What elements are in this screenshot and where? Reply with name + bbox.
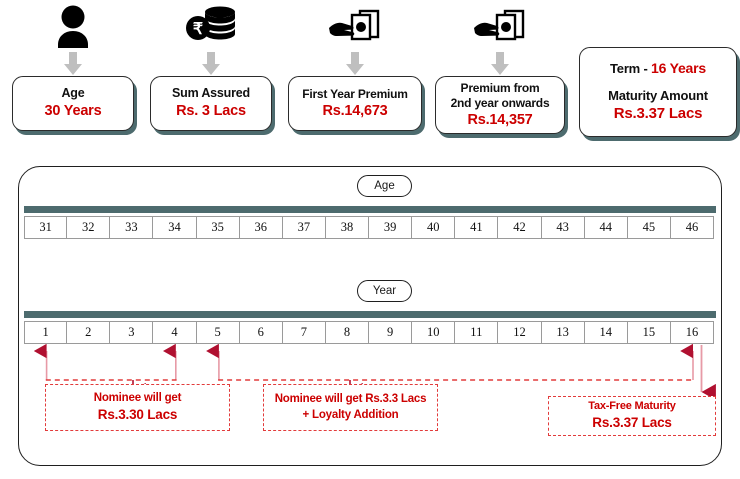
year-track-bar <box>24 311 716 318</box>
age-track-bar <box>24 206 716 213</box>
card-first-year-premium-value: Rs.14,673 <box>322 102 388 119</box>
year-cell: 3 <box>110 321 154 344</box>
card-renewal-premium-label-line1: Premium from <box>460 80 540 95</box>
age-cell: 36 <box>239 216 283 239</box>
age-pill-label: Age <box>357 175 412 197</box>
age-cell: 38 <box>325 216 369 239</box>
maturity-block: Maturity Amount Rs.3.37 Lacs <box>608 88 708 124</box>
cash-in-hand-icon <box>288 0 422 52</box>
down-arrow-icon <box>435 52 565 76</box>
age-cell: 37 <box>282 216 326 239</box>
age-cell: 44 <box>584 216 628 239</box>
age-cell: 35 <box>196 216 240 239</box>
card-first-year-premium-label: First Year Premium <box>302 86 408 101</box>
callout-nominee-payout-later: Nominee will get Rs.3.3 Lacs + Loyalty A… <box>263 384 438 431</box>
age-cell: 39 <box>369 216 413 239</box>
term-label: Term - <box>610 61 651 77</box>
year-cell: 13 <box>541 321 585 344</box>
callout-2-line1: Nominee will get Rs.3.3 Lacs <box>274 392 427 405</box>
age-cell: 33 <box>110 216 154 239</box>
age-cell: 32 <box>67 216 111 239</box>
card-sum-assured-value: Rs. 3 Lacs <box>176 102 246 119</box>
callout-2-line2: + Loyalty Addition <box>302 408 399 421</box>
age-cell: 45 <box>627 216 671 239</box>
down-arrow-icon <box>150 52 272 76</box>
callout-1-line2: Rs.3.30 Lacs <box>97 407 178 423</box>
age-cell: 41 <box>455 216 499 239</box>
card-sum-assured-label: Sum Assured <box>172 86 250 101</box>
maturity-label: Maturity Amount <box>608 88 708 104</box>
person-icon <box>12 0 134 52</box>
year-pill-label: Year <box>357 280 412 302</box>
card-age-value: 30 Years <box>44 102 102 119</box>
year-cell: 10 <box>412 321 456 344</box>
age-cell: 34 <box>153 216 197 239</box>
card-age: Age 30 Years <box>12 76 134 131</box>
age-cell: 42 <box>498 216 542 239</box>
card-renewal-premium: Premium from 2nd year onwards Rs.14,357 <box>435 76 565 134</box>
maturity-value: Rs.3.37 Lacs <box>613 105 703 123</box>
top-column-age: Age 30 Years <box>12 0 134 131</box>
card-sum-assured: Sum Assured Rs. 3 Lacs <box>150 76 272 131</box>
card-first-year-premium: First Year Premium Rs.14,673 <box>288 76 422 131</box>
cash-in-hand-icon <box>435 0 565 52</box>
year-cell: 9 <box>369 321 413 344</box>
callout-3-line2: Rs.3.37 Lacs <box>592 415 672 431</box>
year-cell: 6 <box>239 321 283 344</box>
card-renewal-premium-value: Rs.14,357 <box>467 111 533 128</box>
year-cell: 8 <box>325 321 369 344</box>
card-term-maturity: Term - 16 Years Maturity Amount Rs.3.37 … <box>579 47 737 137</box>
svg-text:₹: ₹ <box>193 21 203 38</box>
year-cell: 15 <box>627 321 671 344</box>
age-cell: 31 <box>24 216 68 239</box>
year-cell: 7 <box>282 321 326 344</box>
term-value: 16 Years <box>651 60 706 77</box>
callout-maturity-payout: Tax-Free Maturity Rs.3.37 Lacs <box>548 396 716 436</box>
callout-3-line1: Tax-Free Maturity <box>588 400 676 413</box>
term-line: Term - 16 Years <box>610 60 706 76</box>
age-cell: 46 <box>670 216 714 239</box>
down-arrow-icon <box>12 52 134 76</box>
callout-nominee-payout-early: Nominee will get Rs.3.30 Lacs <box>45 384 230 431</box>
top-column-sum-assured: ₹ Sum Assured Rs. 3 Lacs <box>150 0 272 131</box>
year-cell: 1 <box>24 321 68 344</box>
year-cell: 4 <box>153 321 197 344</box>
year-cell: 16 <box>670 321 714 344</box>
card-renewal-premium-label-line2: 2nd year onwards <box>450 95 550 110</box>
down-arrow-icon <box>288 52 422 76</box>
age-cell: 40 <box>412 216 456 239</box>
age-cell: 43 <box>541 216 585 239</box>
top-column-renewal-premium: Premium from 2nd year onwards Rs.14,357 <box>435 0 565 134</box>
year-cell: 14 <box>584 321 628 344</box>
callout-1-line1: Nominee will get <box>93 391 182 404</box>
year-cell: 5 <box>196 321 240 344</box>
year-cell: 11 <box>455 321 499 344</box>
card-age-label: Age <box>61 86 85 101</box>
rupee-coins-icon: ₹ <box>150 0 272 52</box>
year-cell: 2 <box>67 321 111 344</box>
top-column-first-year-premium: First Year Premium Rs.14,673 <box>288 0 422 131</box>
year-cell: 12 <box>498 321 542 344</box>
